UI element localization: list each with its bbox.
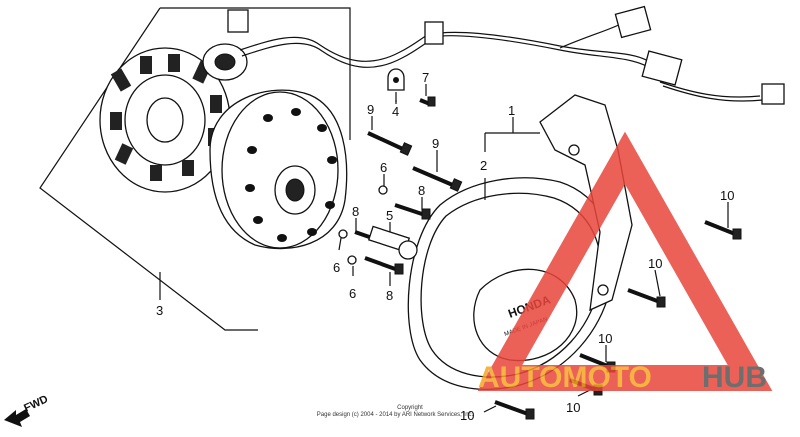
callout-5: 5 [386, 208, 393, 223]
bolt-10e [494, 400, 535, 420]
fwd-label: FWD [22, 393, 50, 414]
harness-connector-top [227, 9, 249, 33]
callout-numbers: 1 2 3 4 5 6 6 6 7 8 8 8 9 9 10 10 10 10 … [156, 70, 734, 423]
bolt-10a [704, 220, 742, 240]
callout-10d: 10 [566, 400, 580, 415]
callout-8c: 8 [386, 288, 393, 303]
copyright-line-1: Copyright [397, 405, 423, 411]
harness-clamp-a [424, 21, 444, 45]
callout-10e: 10 [460, 408, 474, 423]
harness-connector-c [761, 83, 785, 105]
bolt-8c [364, 256, 404, 275]
copyright-notice: Copyright Page design (c) 2004 - 2014 by… [317, 405, 474, 418]
callout-7: 7 [422, 70, 429, 85]
callout-8a: 8 [418, 183, 425, 198]
harness-connector-a [614, 5, 652, 39]
harness-connector-b [641, 50, 683, 86]
copyright-line-2: Page design (c) 2004 - 2014 by ARI Netwo… [317, 412, 474, 418]
callout-9a: 9 [367, 102, 374, 117]
callout-9b: 9 [432, 136, 439, 151]
stator-group-bracket [39, 7, 351, 331]
watermark-text-hub: HUB [702, 361, 767, 394]
callout-6b: 6 [333, 260, 340, 275]
watermark-text-automoto: AUTOMOTO [478, 361, 652, 394]
callout-6c: 6 [349, 286, 356, 301]
bolt-10b [627, 288, 666, 308]
flywheel-rotor [209, 89, 348, 250]
bolt-9a [367, 131, 413, 156]
wire-clamp [387, 68, 405, 102]
callout-10c: 10 [598, 331, 612, 346]
callout-1: 1 [508, 103, 515, 118]
leader-lines [338, 84, 729, 413]
dowel-5 [367, 225, 418, 260]
fwd-indicator: FWD [4, 393, 50, 427]
callout-10a: 10 [720, 188, 734, 203]
bolt-7 [419, 96, 436, 107]
callout-10b: 10 [648, 256, 662, 271]
callout-2: 2 [480, 158, 487, 173]
cover-bracket [539, 94, 633, 312]
watermark-triangle-icon [477, 131, 773, 391]
callout-4: 4 [392, 104, 399, 119]
bolt-9b [412, 166, 463, 192]
callout-6a: 6 [380, 160, 387, 175]
wiring-harness [227, 5, 785, 105]
bolt-8a [394, 203, 431, 220]
washers-6 [338, 185, 388, 265]
callout-8b: 8 [352, 204, 359, 219]
left-crankcase-cover: HONDA MADE IN JAPAN [407, 177, 614, 390]
callout-3: 3 [156, 303, 163, 318]
fwd-arrow-icon [4, 409, 30, 427]
automotohub-watermark: AUTOMOTO HUB [477, 131, 773, 394]
